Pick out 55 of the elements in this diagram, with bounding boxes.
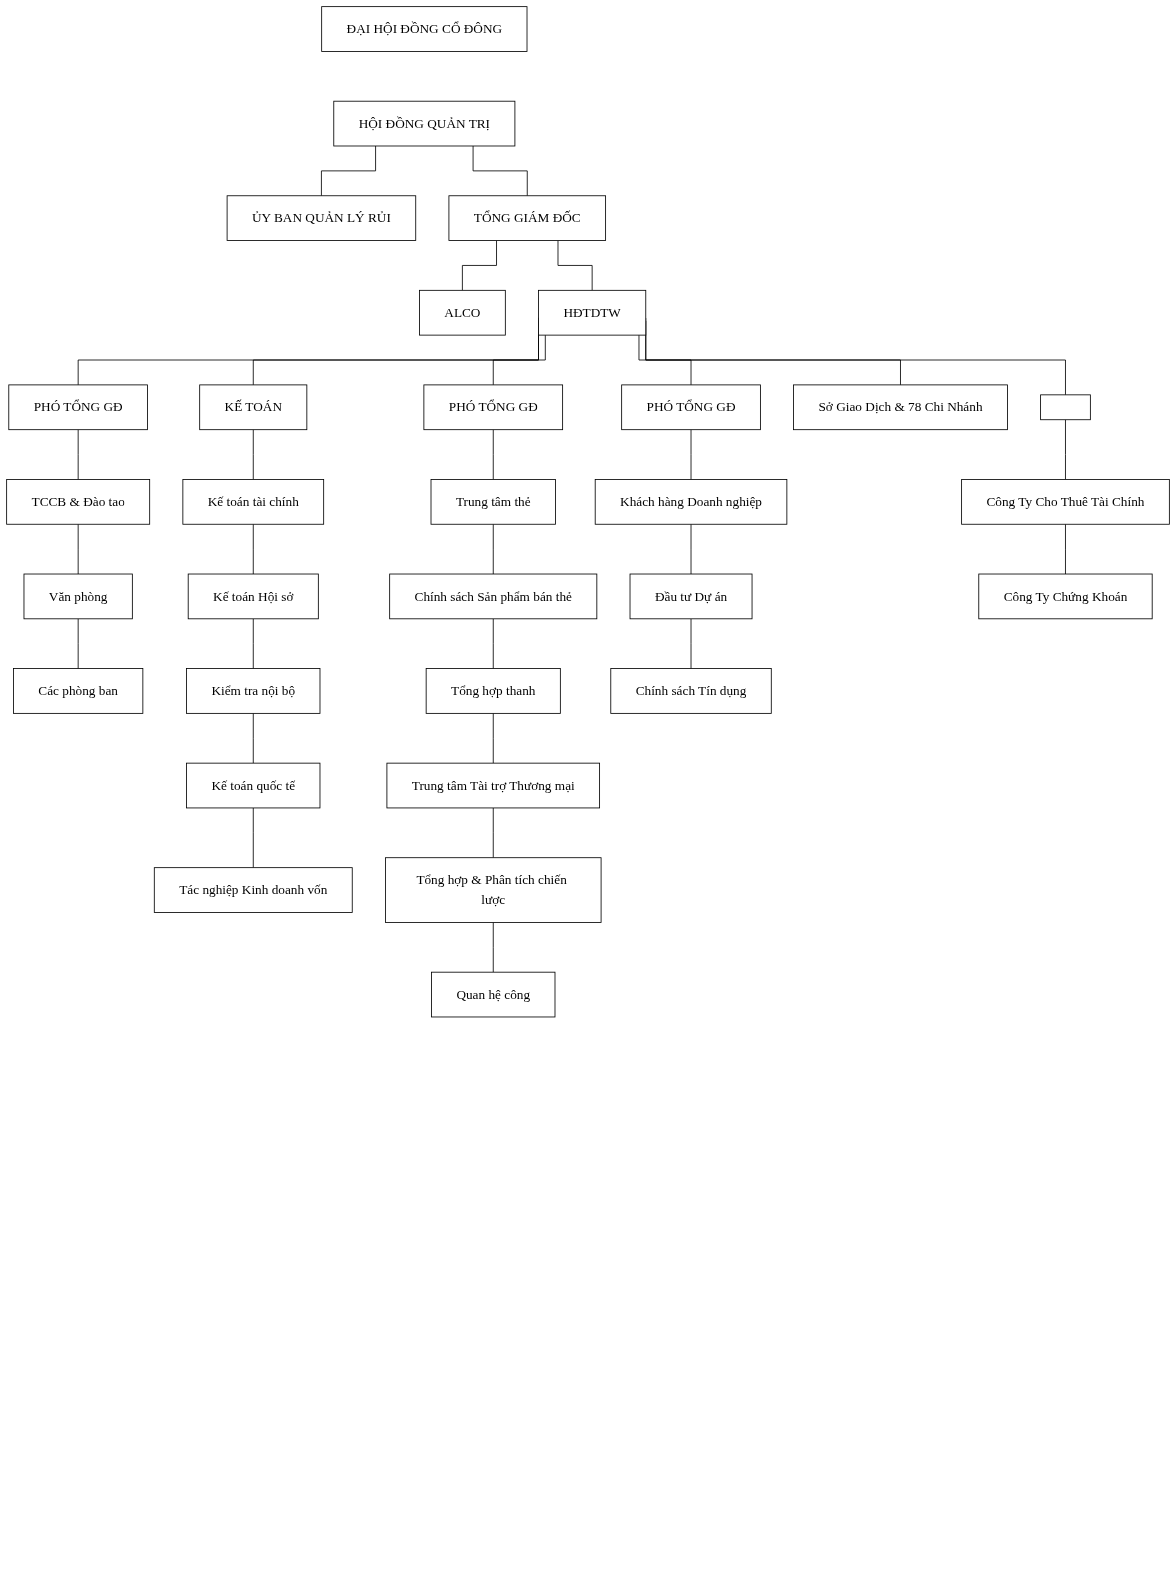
node-box: TỔNG GIÁM ĐỐC bbox=[448, 195, 606, 241]
node-box: Công Ty Chứng Khoán bbox=[978, 573, 1153, 620]
node-box: KẾ TOÁN bbox=[199, 384, 308, 431]
node-box: HĐTDTW bbox=[538, 289, 647, 336]
node-box: TCCB & Đào tao bbox=[6, 479, 151, 525]
connector bbox=[252, 618, 254, 669]
node-box: Công Ty Cho Thuê Tài Chính bbox=[961, 479, 1170, 525]
node-box: ỦY BAN QUẢN LÝ RỦI bbox=[226, 195, 417, 241]
connector bbox=[492, 429, 494, 480]
node-box: Kế toán quốc tế bbox=[186, 762, 321, 809]
node-box: Tác nghiệp Kinh doanh vốn bbox=[153, 867, 353, 913]
node-box: PHÓ TỔNG GĐ bbox=[423, 384, 564, 431]
node-box: Trung tâm Tài trợ Thương mại bbox=[386, 762, 600, 809]
connector bbox=[1065, 419, 1066, 480]
connector bbox=[472, 145, 528, 197]
connector bbox=[252, 807, 254, 869]
connector bbox=[492, 618, 494, 669]
connector bbox=[492, 712, 494, 764]
connector bbox=[1065, 523, 1066, 575]
connector bbox=[77, 429, 79, 480]
connector bbox=[690, 523, 692, 575]
node-box: Khách hàng Doanh nghiệp bbox=[594, 479, 788, 525]
node-box bbox=[1040, 394, 1091, 421]
connector bbox=[252, 712, 254, 764]
connector bbox=[492, 807, 494, 859]
node-box: Quan hệ công bbox=[431, 971, 556, 1018]
node-box: Trung tâm thẻ bbox=[430, 479, 556, 525]
connector bbox=[557, 240, 593, 291]
node-box: Văn phòng bbox=[23, 573, 133, 620]
node-box: Kế toán Hội sở bbox=[187, 573, 319, 620]
node-box: Đầu tư Dự án bbox=[629, 573, 753, 620]
connector bbox=[690, 429, 692, 480]
connector bbox=[252, 429, 254, 480]
connector bbox=[492, 334, 546, 386]
node-box: Kế toán tài chính bbox=[182, 479, 325, 525]
node-box: ĐẠI HỘI ĐỒNG CỔ ĐÔNG bbox=[321, 6, 528, 52]
connector bbox=[690, 618, 692, 669]
connector bbox=[492, 922, 494, 973]
connector bbox=[321, 145, 376, 197]
connector bbox=[638, 334, 692, 386]
node-box: PHÓ TỔNG GĐ bbox=[8, 384, 148, 431]
connector bbox=[461, 240, 497, 291]
node-box: PHÓ TỔNG GĐ bbox=[621, 384, 761, 431]
connector bbox=[492, 523, 494, 575]
node-box: Chính sách Tín dụng bbox=[610, 668, 772, 714]
node-box: Chính sách Sản phẩm bán thẻ bbox=[389, 573, 598, 620]
node-box: HỘI ĐỒNG QUẢN TRỊ bbox=[333, 100, 516, 147]
node-box: Các phòng ban bbox=[13, 668, 144, 714]
connector bbox=[252, 523, 254, 575]
node-box: Tổng hợp thanh bbox=[425, 668, 561, 714]
node-box: Tổng hợp & Phân tích chiến lược bbox=[385, 857, 602, 923]
node-box: Kiểm tra nội bộ bbox=[186, 668, 321, 714]
node-box: Sở Giao Dịch & 78 Chi Nhánh bbox=[793, 384, 1008, 431]
node-box: ALCO bbox=[419, 289, 506, 336]
connector bbox=[77, 523, 79, 575]
